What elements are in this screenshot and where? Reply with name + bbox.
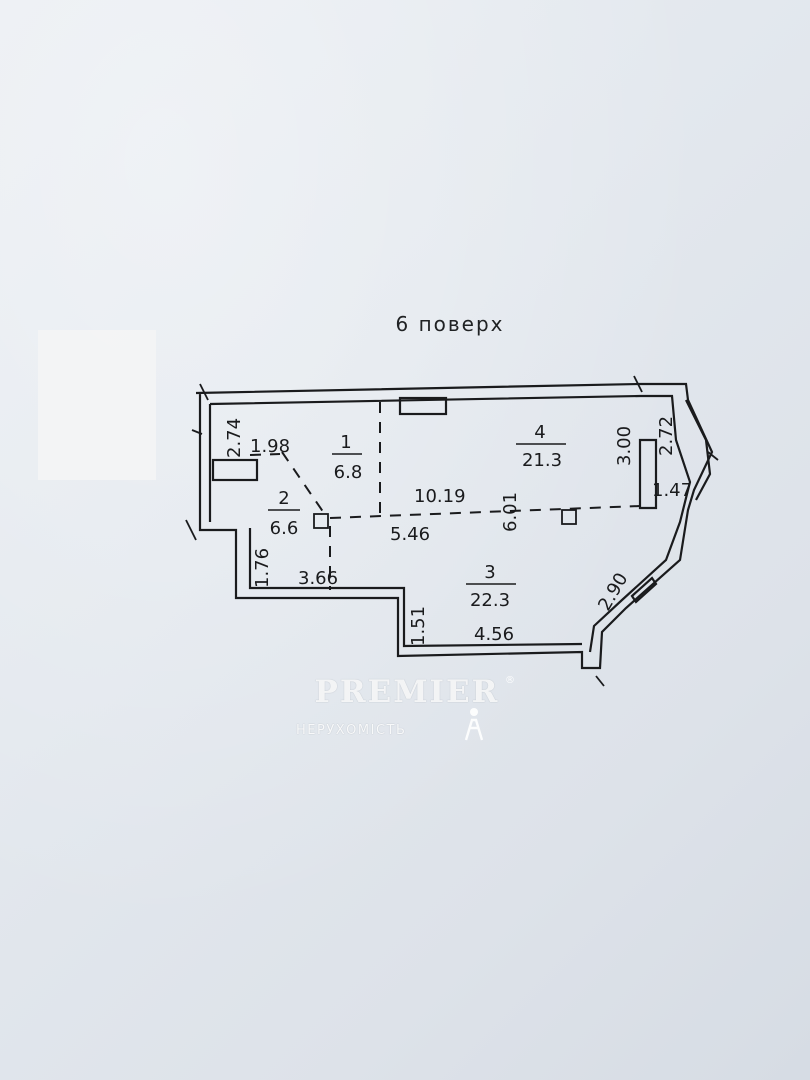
watermark-person-icon xyxy=(464,708,484,741)
top-window xyxy=(398,396,448,416)
inner-wall xyxy=(208,394,692,653)
dim-1-51: 1.51 xyxy=(408,606,429,646)
tick-top-left xyxy=(199,383,209,401)
room-2-area: 6.6 xyxy=(270,518,299,539)
dim-3-66: 3.66 xyxy=(298,568,338,589)
room-4-number: 4 xyxy=(534,422,545,443)
light-glare xyxy=(38,330,156,480)
dim-2-74: 2.74 xyxy=(224,418,245,458)
room-1-number: 1 xyxy=(340,432,351,453)
right-partition xyxy=(638,438,658,510)
tick-bottom-left xyxy=(185,519,197,541)
tick-bottom-right xyxy=(595,675,605,687)
column-marker-right xyxy=(561,509,577,525)
watermark-registered: ® xyxy=(505,675,515,686)
watermark-subtitle: НЕРУХОМІСТЬ xyxy=(296,723,407,738)
floor-title: 6 поверх xyxy=(395,312,505,336)
lower-right-window xyxy=(630,576,658,604)
outer-wall xyxy=(195,382,714,670)
room-2-number: 2 xyxy=(278,488,289,509)
left-window xyxy=(211,458,259,482)
column-marker-left xyxy=(313,513,329,529)
partition-main xyxy=(329,505,641,519)
dim-6-01: 6.01 xyxy=(500,492,521,532)
dim-1-98: 1.98 xyxy=(250,436,290,457)
tick-right xyxy=(707,451,719,461)
dim-4-56: 4.56 xyxy=(474,624,514,645)
bay-window xyxy=(685,399,712,501)
tick-left xyxy=(191,429,203,435)
dim-5-46: 5.46 xyxy=(390,524,430,545)
room-3-area: 22.3 xyxy=(470,590,510,611)
dim-10-19: 10.19 xyxy=(414,486,466,507)
room-1-area: 6.8 xyxy=(334,462,363,483)
tick-top-right xyxy=(633,375,643,393)
partition-top-left xyxy=(249,453,281,456)
dim-1-76: 1.76 xyxy=(252,548,273,588)
watermark-brand: PREMIER xyxy=(314,674,500,710)
room-4-area: 21.3 xyxy=(522,450,562,471)
dim-3-00: 3.00 xyxy=(614,426,635,466)
dim-1-47: 1.47 xyxy=(652,480,692,501)
room-3-number: 3 xyxy=(484,562,495,583)
partition-diagonal xyxy=(281,451,327,517)
dim-2-72: 2.72 xyxy=(656,416,677,456)
